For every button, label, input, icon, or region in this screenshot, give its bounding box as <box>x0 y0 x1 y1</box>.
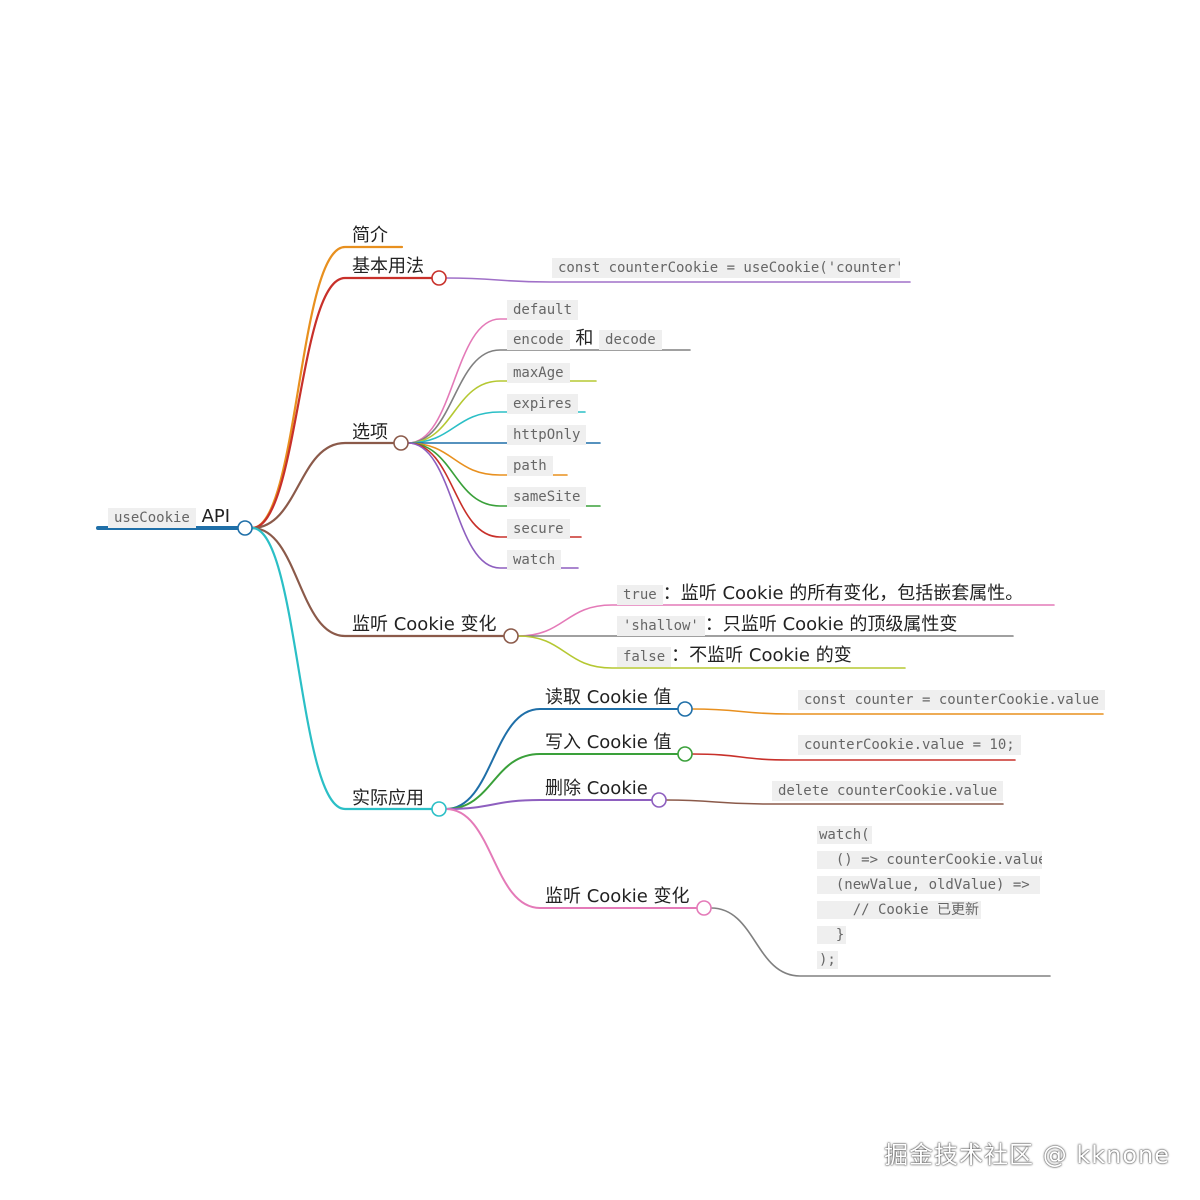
edge-option-encode <box>407 349 691 444</box>
edge-option-path <box>407 442 568 476</box>
read-collapse-knob[interactable] <box>677 701 693 717</box>
option-watch[interactable]: watch <box>507 548 562 571</box>
watch-shallow-item[interactable]: 'shallow'：只监听 Cookie 的顶级属性变 <box>617 614 957 637</box>
root-collapse-knob[interactable] <box>237 520 253 536</box>
edge-read <box>445 708 679 810</box>
node-intro[interactable]: 简介 <box>352 225 388 246</box>
edge-options <box>250 441 396 530</box>
node-watch-cookie[interactable]: 监听 Cookie 变化 <box>352 614 497 635</box>
edge-watch-false <box>517 635 906 669</box>
delete-collapse-knob[interactable] <box>651 792 667 808</box>
edge-watch <box>250 526 506 638</box>
basic-usage-code-text: const counterCookie = useCookie('counter… <box>552 258 900 278</box>
watch-shallow-text: ：只监听 Cookie 的顶级属性变 <box>704 614 958 635</box>
code-line: // Cookie 已更新 <box>817 901 982 919</box>
basic-usage-code: const counterCookie = useCookie('counter… <box>552 256 900 279</box>
edge-intro <box>250 245 404 530</box>
practice-watch-collapse-knob[interactable] <box>696 900 712 916</box>
delete-cookie-code-text: delete counterCookie.value <box>772 781 1004 801</box>
practice-watch-code-block: watch( () => counterCookie.value (newVal… <box>817 825 1042 975</box>
practice-collapse-knob[interactable] <box>431 801 447 817</box>
edge-option-secure <box>407 442 582 538</box>
code-line: () => counterCookie.value <box>817 850 1042 875</box>
edge-option-default <box>407 318 576 444</box>
edge-basic <box>250 276 434 530</box>
edge-option-samesite <box>407 442 601 507</box>
code-line: } <box>817 926 847 944</box>
edge-write <box>445 753 679 810</box>
edge-option-maxage <box>407 380 597 444</box>
watch-false-text: ：不监听 Cookie 的变 <box>671 645 852 666</box>
edge-practice <box>250 526 434 811</box>
code-line: watch( <box>817 826 872 844</box>
read-cookie-code: const counter = counterCookie.value <box>798 688 1106 711</box>
node-practice-watch[interactable]: 监听 Cookie 变化 <box>545 886 690 907</box>
option-maxage[interactable]: maxAge <box>507 361 570 384</box>
node-read-cookie[interactable]: 读取 Cookie 值 <box>545 687 672 708</box>
edge-delete <box>445 799 653 810</box>
delete-cookie-code: delete counterCookie.value <box>772 779 1004 802</box>
edge-write-code <box>691 753 1016 761</box>
option-watch-code: watch <box>507 550 562 570</box>
watermark: 掘金技术社区 @ kknone <box>884 1141 1170 1169</box>
watch-false-item[interactable]: false：不监听 Cookie 的变 <box>617 645 852 668</box>
code-line: ); <box>817 951 838 969</box>
edge-option-expires <box>407 411 586 444</box>
option-path-code: path <box>507 456 553 476</box>
edge-watch-true <box>517 604 1055 637</box>
write-cookie-code: counterCookie.value = 10; <box>798 733 1021 756</box>
edge-delete-code <box>665 799 1004 805</box>
root-node[interactable]: useCookie API <box>108 506 230 529</box>
option-path[interactable]: path <box>507 454 553 477</box>
root-text: API <box>201 506 231 527</box>
watch-collapse-knob[interactable] <box>503 628 519 644</box>
edge-practice-watch-code <box>710 907 1051 977</box>
option-samesite[interactable]: sameSite <box>507 485 587 508</box>
option-encode-code: encode <box>507 330 570 350</box>
option-expires[interactable]: expires <box>507 392 579 415</box>
option-default-code: default <box>507 300 579 320</box>
watch-false-code: false <box>617 647 672 667</box>
option-maxage-code: maxAge <box>507 363 570 383</box>
watch-shallow-code: 'shallow' <box>617 616 705 636</box>
option-default[interactable]: default <box>507 298 579 321</box>
watch-true-text: ：监听 Cookie 的所有变化，包括嵌套属性。 <box>662 583 1024 604</box>
option-httponly-code: httpOnly <box>507 425 587 445</box>
node-delete-cookie[interactable]: 删除 Cookie <box>545 778 648 799</box>
node-basic-usage[interactable]: 基本用法 <box>352 256 424 277</box>
option-encode-decode[interactable]: encode 和 decode <box>507 328 662 351</box>
option-httponly[interactable]: httpOnly <box>507 423 587 446</box>
write-cookie-code-text: counterCookie.value = 10; <box>798 735 1021 755</box>
write-collapse-knob[interactable] <box>677 746 693 762</box>
option-samesite-code: sameSite <box>507 487 587 507</box>
edge-read-code <box>691 708 1104 715</box>
option-secure[interactable]: secure <box>507 517 570 540</box>
option-decode-code: decode <box>599 330 662 350</box>
edge-option-watch <box>407 442 579 569</box>
options-collapse-knob[interactable] <box>393 435 409 451</box>
watch-true-item[interactable]: true：监听 Cookie 的所有变化，包括嵌套属性。 <box>617 583 1023 606</box>
edge-basic-code <box>445 277 911 283</box>
node-options[interactable]: 选项 <box>352 422 388 443</box>
watch-true-code: true <box>617 585 663 605</box>
edge-practice-watch <box>445 808 698 909</box>
node-practice[interactable]: 实际应用 <box>352 788 424 809</box>
option-secure-code: secure <box>507 519 570 539</box>
code-line: (newValue, oldValue) => <box>817 876 1041 894</box>
node-write-cookie[interactable]: 写入 Cookie 值 <box>545 732 672 753</box>
option-expires-code: expires <box>507 394 579 414</box>
root-code: useCookie <box>108 508 196 528</box>
read-cookie-code-text: const counter = counterCookie.value <box>798 690 1106 710</box>
basic-collapse-knob[interactable] <box>431 270 447 286</box>
option-and-text: 和 <box>575 328 594 349</box>
